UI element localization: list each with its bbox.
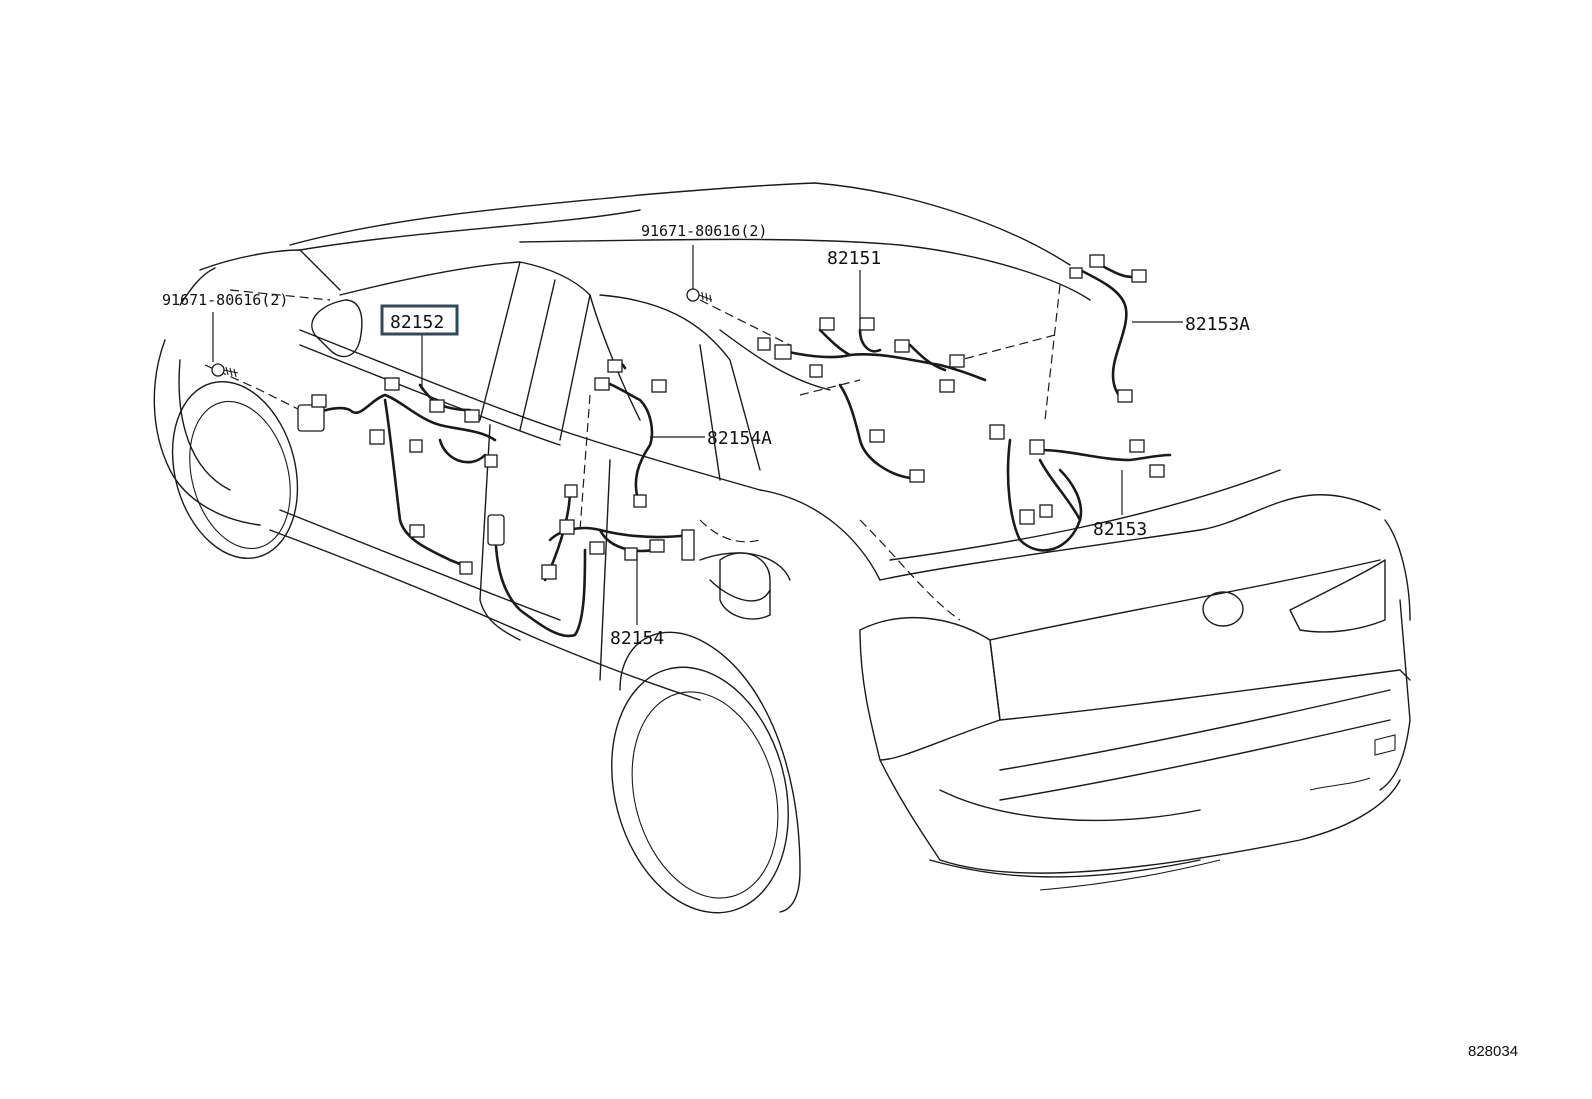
label-82153A: 82153A: [1185, 314, 1250, 335]
harness-82154-rear-door: [487, 484, 695, 638]
label-82154A: 82154A: [707, 428, 772, 449]
label-82152[interactable]: 82152: [390, 312, 444, 333]
highlight-box-82152: [380, 304, 459, 336]
reference-number: 828034: [1468, 1043, 1518, 1060]
label-bolt-roof: 91671-80616(2): [641, 222, 767, 240]
harness-82151-roof: [757, 317, 987, 483]
harness-82152-front-door: [297, 377, 498, 575]
car-body: [153, 182, 1411, 914]
label-82151: 82151: [827, 248, 881, 269]
harness-82154A-rear-door-upper: [594, 359, 667, 508]
bolt-front: [211, 363, 239, 378]
harness-82153-trunk: [989, 424, 1172, 552]
label-bolt-front: 91671-80616(2): [162, 291, 288, 309]
harness-82153A-trunk-upper: [1069, 254, 1147, 403]
leader-lines: [212, 245, 1183, 625]
mounting-lines: [204, 284, 1061, 621]
label-82154: 82154: [610, 628, 664, 649]
bolt-roof: [686, 288, 713, 303]
label-82153: 82153: [1093, 519, 1147, 540]
